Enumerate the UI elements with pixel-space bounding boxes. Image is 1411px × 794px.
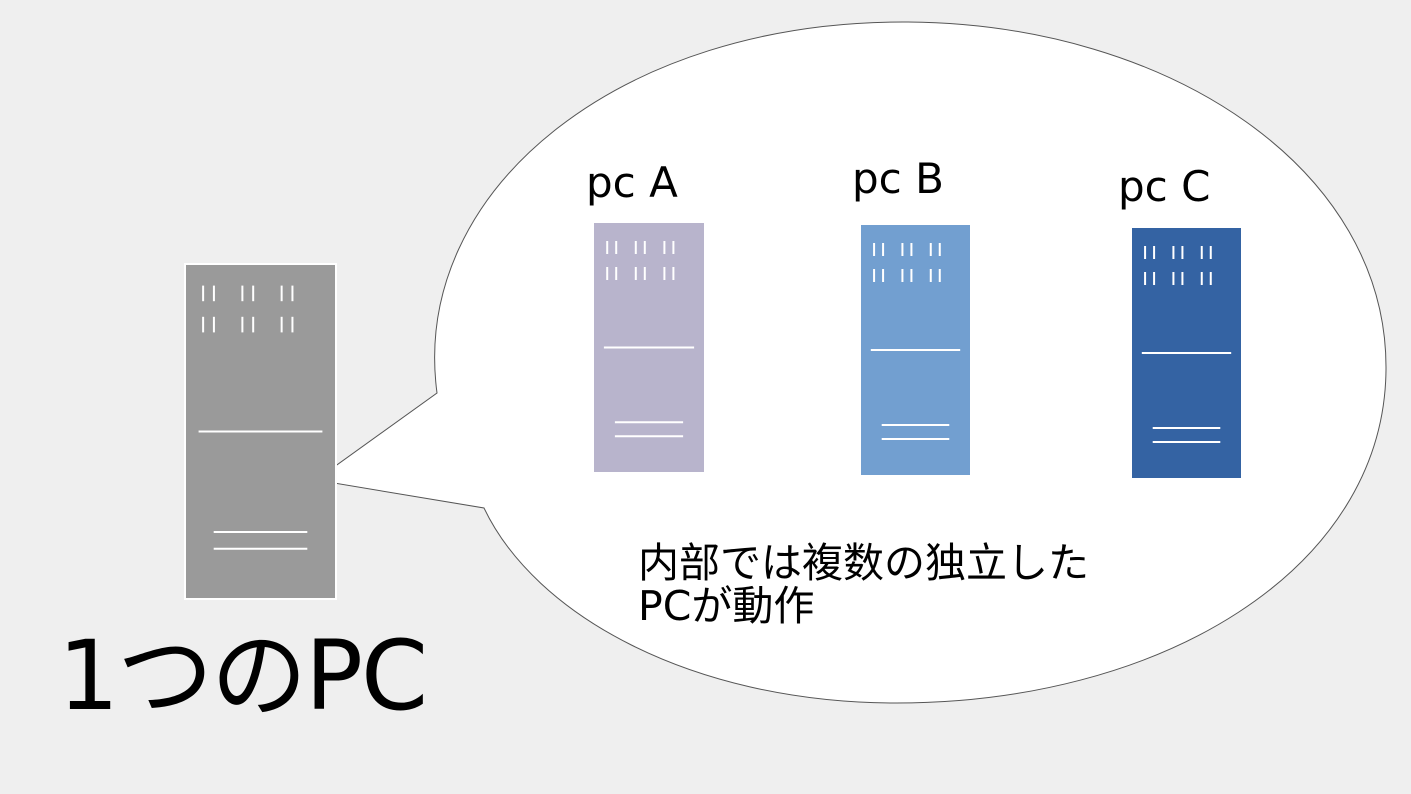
speech-bubble: [314, 21, 1387, 704]
bubble-text-line-1: 内部では複数の独立した: [638, 539, 1089, 587]
pc-b-tower: [861, 225, 970, 475]
pc-a-label: pc A: [586, 158, 678, 207]
pc-b-label: pc B: [852, 154, 944, 203]
pc-c-label: pc C: [1118, 162, 1211, 211]
main-pc-label: 1つのPC: [58, 620, 428, 732]
bubble-text-line-2: PCが動作: [638, 581, 815, 630]
bubble-text: 内部では複数の独立した PCが動作: [638, 542, 1198, 627]
pc-c-tower: [1132, 228, 1241, 478]
main-pc-tower: [184, 263, 337, 600]
pc-a-tower: [594, 223, 704, 472]
